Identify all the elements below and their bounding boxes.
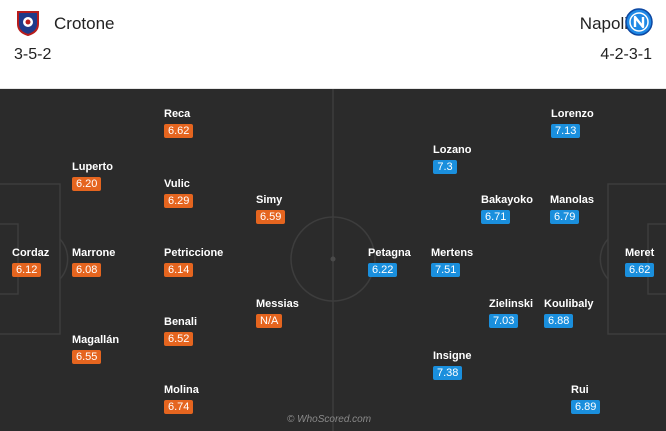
player-insigne[interactable]: Insigne 7.38 — [433, 350, 472, 381]
pitch: Reca 6.62 Luperto 6.20 Vulic 6.29 Simy 6… — [0, 89, 666, 431]
away-team-name[interactable]: Napoli — [579, 14, 628, 33]
player-cordaz[interactable]: Cordaz 6.12 — [12, 247, 49, 278]
player-rating: 6.88 — [544, 314, 574, 328]
player-rating: 6.52 — [164, 332, 194, 346]
player-koulibaly[interactable]: Koulibaly 6.88 — [544, 298, 594, 329]
player-molina[interactable]: Molina 6.74 — [164, 384, 199, 415]
watermark: © WhoScored.com — [287, 414, 372, 425]
napoli-crest-icon — [625, 8, 653, 36]
player-name: Luperto — [72, 161, 113, 173]
player-name: Petagna — [368, 247, 411, 259]
player-vulic[interactable]: Vulic 6.29 — [164, 178, 194, 209]
away-formation: 4-2-3-1 — [600, 46, 652, 63]
player-name: Petriccione — [164, 247, 224, 259]
player-rating: 7.3 — [433, 160, 457, 174]
home-formation: 3-5-2 — [14, 46, 52, 63]
player-magallan[interactable]: Magallán 6.55 — [72, 334, 119, 365]
player-name: Vulic — [164, 178, 190, 190]
player-reca[interactable]: Reca 6.62 — [164, 108, 194, 139]
player-name: Molina — [164, 384, 199, 396]
player-name: Koulibaly — [544, 298, 594, 310]
player-name: Benali — [164, 316, 198, 328]
player-luperto[interactable]: Luperto 6.20 — [72, 161, 113, 192]
player-name: Rui — [571, 384, 589, 396]
player-rating: 6.20 — [72, 177, 102, 191]
home-team-name[interactable]: Crotone — [54, 14, 115, 33]
player-name: Magallán — [72, 334, 120, 346]
player-rui[interactable]: Rui 6.89 — [571, 384, 601, 415]
player-lorenzo[interactable]: Lorenzo 7.13 — [551, 108, 594, 139]
player-manolas[interactable]: Manolas 6.79 — [550, 194, 594, 225]
player-meret[interactable]: Meret 6.62 — [625, 247, 655, 278]
player-rating: 6.62 — [164, 124, 194, 138]
player-name: Insigne — [433, 350, 472, 362]
player-petriccione[interactable]: Petriccione 6.14 — [164, 247, 223, 278]
player-name: Marrone — [72, 247, 116, 259]
player-rating: 7.51 — [431, 263, 461, 277]
crotone-crest-icon — [17, 11, 39, 36]
player-name: Lorenzo — [551, 108, 594, 120]
player-rating: N/A — [256, 314, 283, 328]
player-simy[interactable]: Simy 6.59 — [256, 194, 286, 225]
player-rating: 6.12 — [12, 263, 42, 277]
player-name: Mertens — [431, 247, 474, 259]
player-name: Lozano — [433, 144, 472, 156]
player-marrone[interactable]: Marrone 6.08 — [72, 247, 115, 278]
player-rating: 6.62 — [625, 263, 655, 277]
player-benali[interactable]: Benali 6.52 — [164, 316, 197, 347]
player-name: Bakayoko — [481, 194, 533, 206]
player-rating: 6.14 — [164, 263, 194, 277]
player-messias[interactable]: Messias N/A — [256, 298, 299, 329]
player-zielinski[interactable]: Zielinski 7.03 — [489, 298, 533, 329]
player-mertens[interactable]: Mertens 7.51 — [431, 247, 473, 278]
player-rating: 6.79 — [550, 210, 580, 224]
player-rating: 7.03 — [489, 314, 519, 328]
player-lozano[interactable]: Lozano 7.3 — [433, 144, 472, 175]
player-name: Manolas — [550, 194, 595, 206]
player-name: Messias — [256, 298, 299, 310]
player-bakayoko[interactable]: Bakayoko 6.71 — [481, 194, 533, 225]
player-rating: 6.59 — [256, 210, 286, 224]
player-rating: 6.08 — [72, 263, 102, 277]
player-rating: 6.89 — [571, 400, 601, 414]
pitch-lines — [0, 89, 666, 431]
player-name: Meret — [625, 247, 655, 259]
player-petagna[interactable]: Petagna 6.22 — [368, 247, 411, 278]
match-header: Crotone 3-5-2 Napoli 4-2-3-1 — [0, 0, 666, 89]
player-rating: 6.55 — [72, 350, 102, 364]
player-rating: 6.29 — [164, 194, 194, 208]
player-rating: 6.22 — [368, 263, 398, 277]
player-rating: 6.71 — [481, 210, 511, 224]
player-rating: 7.13 — [551, 124, 581, 138]
player-rating: 7.38 — [433, 366, 463, 380]
player-name: Cordaz — [12, 247, 50, 259]
player-rating: 6.74 — [164, 400, 194, 414]
player-name: Zielinski — [489, 298, 534, 310]
player-name: Simy — [256, 194, 283, 206]
player-name: Reca — [164, 108, 191, 120]
